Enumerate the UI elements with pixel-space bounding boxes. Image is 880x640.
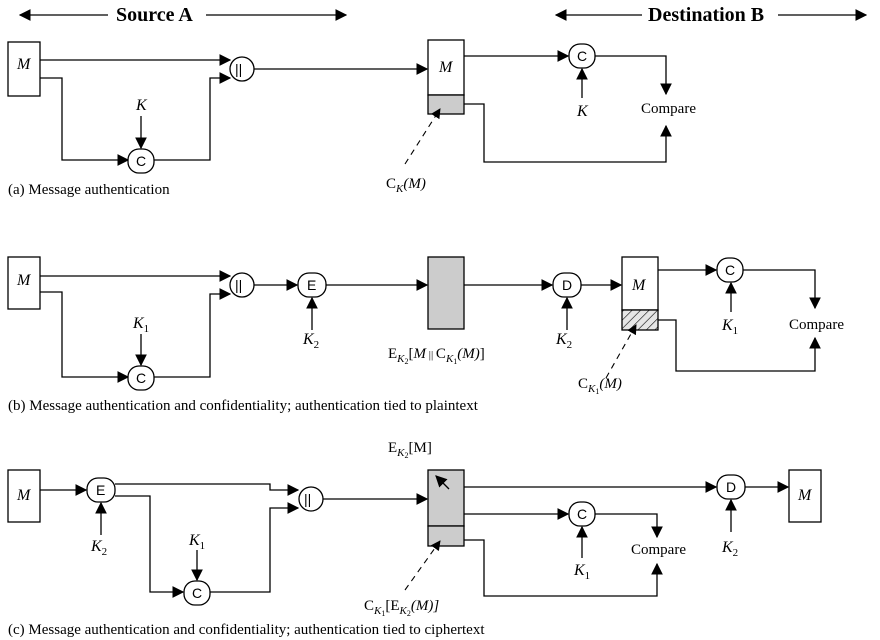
panel-b: M K1 C || E K2 EK2[M || CK1(M)] D K2 M C…	[7, 256, 844, 414]
mac-node-dest-label-c: C	[577, 506, 587, 522]
mac-to-compare-c	[595, 513, 663, 539]
caption-c: (c) Message authentication and confident…	[8, 622, 485, 638]
compare-label-b: Compare	[789, 317, 844, 333]
concat-label-a: ||	[235, 61, 242, 77]
concat-label-c: ||	[304, 491, 311, 507]
compare-label-a: Compare	[641, 101, 696, 117]
caption-b: (b) Message authentication and confident…	[8, 398, 479, 414]
tag-to-compare-a	[464, 103, 672, 163]
concat-label-b: ||	[235, 277, 242, 293]
enc-label-c: EK2[M]	[388, 440, 432, 460]
mac-node-c	[183, 580, 211, 606]
enc-node-label-b: E	[307, 277, 316, 293]
message-box-c	[7, 469, 41, 523]
key1-label-b: K1	[132, 315, 149, 335]
mac-to-concat-b	[154, 288, 232, 378]
dec-node-label-b: D	[562, 277, 572, 293]
packet-tag-b	[621, 309, 659, 331]
message-box-b	[7, 256, 41, 310]
mac-node-label-a: C	[136, 153, 146, 169]
packet-enc-c	[427, 469, 465, 527]
message-box-a	[7, 41, 41, 97]
mac-node-label-c: C	[192, 585, 202, 601]
key-label-a: K	[135, 97, 148, 114]
key2-dest-label-b: K2	[555, 331, 572, 351]
key2-label-c: K2	[90, 538, 107, 558]
msg-to-mac-b	[40, 291, 130, 383]
mac-node-dest-label-b: C	[725, 262, 735, 278]
panel-c: M E K2 K1 C || EK2[M] C K1 Compare CK1[E…	[7, 440, 822, 638]
packet-msg-b	[621, 256, 659, 311]
mac-to-compare-a	[595, 55, 672, 96]
mac-to-concat-a	[154, 72, 232, 161]
message-label-a: M	[16, 56, 32, 73]
panel-a: M K C || M C K Compare CK(M) (a) Message…	[7, 39, 696, 198]
message-out-label-c: M	[797, 487, 813, 504]
msg-to-mac-a	[40, 77, 130, 166]
enc-to-concat-c	[115, 483, 300, 496]
enc-node-label-c: E	[96, 482, 105, 498]
ciphertext-block-b	[427, 256, 465, 330]
compare-label-c: Compare	[631, 542, 686, 558]
destination-label: Destination B	[648, 4, 764, 26]
key2-dest-label-c: K2	[721, 539, 738, 559]
message-out-c	[788, 469, 822, 523]
mac-node-b	[127, 365, 155, 391]
mac-node-a	[127, 148, 155, 174]
tag-pointer-a	[404, 108, 441, 165]
caption-a: (a) Message authentication	[8, 182, 170, 198]
message-label-b: M	[16, 272, 32, 289]
packet-msg-label-b: M	[631, 277, 647, 294]
cipher-label-b: EK2[M || CK1(M)]	[388, 346, 485, 366]
packet-tag-c	[427, 525, 465, 547]
tag-to-compare-c	[464, 539, 663, 597]
packet-tag-a	[427, 94, 465, 115]
key1-dest-label-c: K1	[573, 562, 590, 582]
mac-to-compare-b	[743, 269, 821, 310]
tag-label-c: CK1[EK2(M)]	[364, 598, 439, 618]
tag-pointer-c	[404, 540, 441, 591]
key1-label-c: K1	[188, 532, 205, 552]
key2-label-b: K2	[302, 331, 319, 351]
key1-dest-label-b: K1	[721, 317, 738, 337]
key-label-dest-a: K	[576, 103, 589, 120]
mac-node-dest-label-a: C	[577, 48, 587, 64]
enc-pointer-c	[435, 475, 450, 490]
mac-to-concat-c	[210, 502, 300, 593]
tag-to-compare-b	[658, 319, 821, 372]
tag-pointer-b	[605, 324, 637, 379]
message-label-c: M	[16, 487, 32, 504]
packet-msg-label-a: M	[438, 59, 454, 76]
tag-label-b: CK1(M)	[578, 376, 622, 396]
enc-to-mac-c	[115, 495, 185, 598]
header: Source A Destination B	[18, 4, 868, 26]
dec-node-label-c: D	[726, 479, 736, 495]
source-label: Source A	[116, 4, 193, 26]
tag-label-a: CK(M)	[386, 176, 426, 195]
mac-node-label-b: C	[136, 370, 146, 386]
